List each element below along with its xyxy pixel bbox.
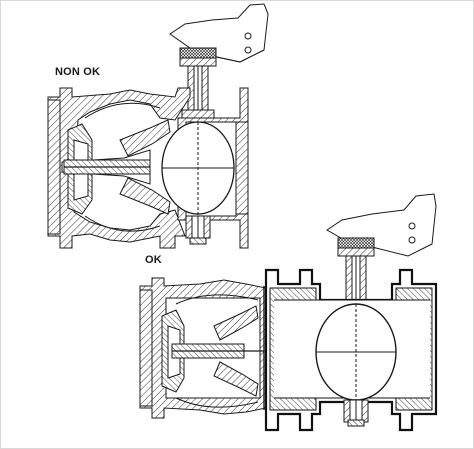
label-non-ok: NON OK (55, 66, 101, 78)
lever-handle-ok (326, 193, 437, 257)
frame-top-border (0, 0, 474, 1)
check-valve-body-ok (139, 277, 267, 419)
valve-assembly-ok (139, 193, 438, 432)
check-valve-body-non-ok (47, 87, 191, 249)
frame-left-border (0, 0, 1, 449)
butterfly-body-non-ok (161, 87, 249, 249)
butterfly-body-ok (264, 268, 438, 432)
label-ok: OK (145, 254, 162, 266)
lever-handle-non-ok (169, 3, 269, 63)
valve-assembly-non-ok (47, 3, 269, 249)
